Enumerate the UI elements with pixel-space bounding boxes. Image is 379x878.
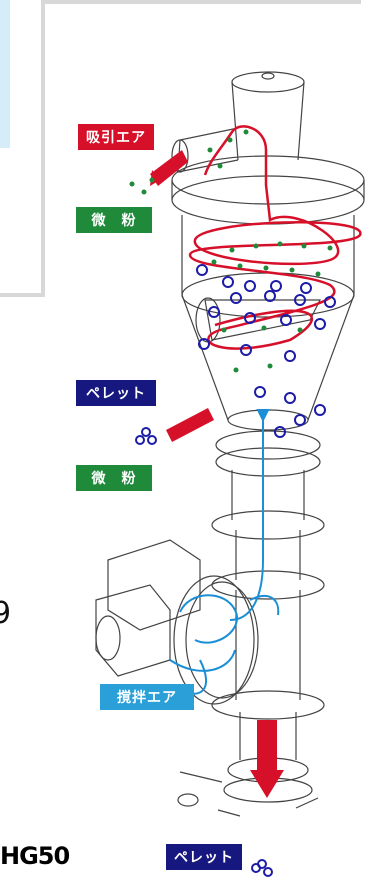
stir-air-label: 撹拌エア (100, 684, 194, 710)
model-name: HG50 (0, 842, 70, 870)
frame-divider (0, 293, 45, 297)
suction-air-label: 吸引エア (78, 124, 154, 150)
blue-side-panel (0, 0, 10, 148)
fine-powder-label-top: 微 粉 (76, 207, 152, 233)
fine-powder-label-mid: 微 粉 (76, 465, 152, 491)
pellet-label-mid: ペレット (76, 380, 156, 406)
partial-text: 9 (0, 596, 12, 631)
pellet-label-bottom: ペレット (166, 844, 242, 870)
section-frame (41, 0, 361, 297)
